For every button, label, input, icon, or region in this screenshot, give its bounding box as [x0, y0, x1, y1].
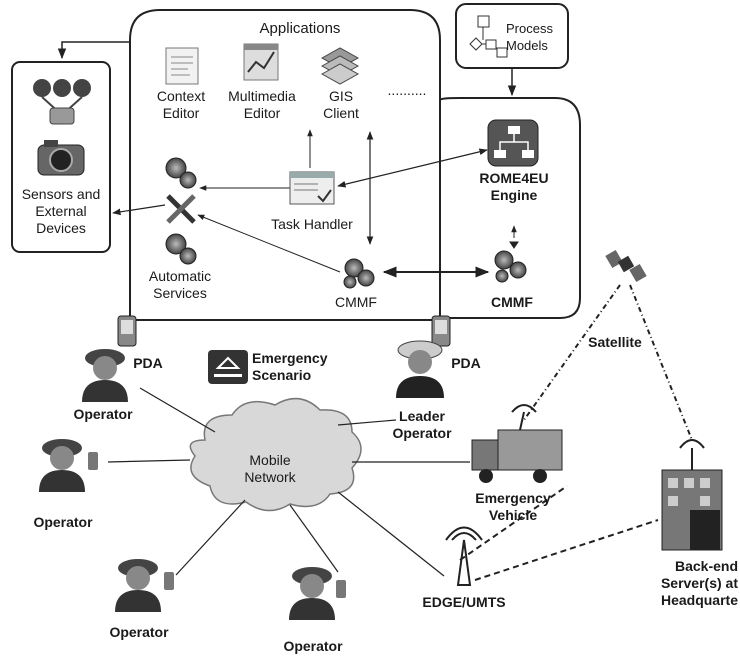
operator-label-2: Operator [33, 514, 93, 530]
mobile-network-label: Mobile Network [244, 452, 296, 485]
cmmf-local-label: CMMF [335, 294, 377, 310]
engine-box [439, 97, 581, 319]
emergency-vehicle-label: Emergency Vehicle [475, 490, 551, 523]
applications-box [129, 9, 441, 321]
more-apps-label: .......... [387, 82, 427, 98]
antenna-tower-icon [445, 526, 483, 586]
cmmf-to-services-arrow [197, 214, 341, 273]
task-handler-label: Task Handler [271, 216, 353, 232]
operator-label-3: Operator [109, 624, 169, 640]
task-handler-icon [289, 171, 335, 205]
emergency-vehicle-icon [471, 404, 563, 483]
edge-umts-label: EDGE/UMTS [422, 594, 506, 610]
satellite-icon [605, 249, 647, 283]
pda-icon-left [117, 315, 137, 347]
multimedia-editor-icon [243, 43, 279, 81]
pda-left-label: PDA [133, 355, 163, 371]
pda-icon-right [431, 315, 451, 347]
engine-cmmf-gear-icon [494, 241, 527, 283]
gis-client-icon [320, 47, 360, 85]
sensor-hub-icon [33, 79, 91, 125]
emergency-scenario-label: Emergency Scenario [252, 350, 328, 383]
operator-label-1: Operator [73, 406, 133, 422]
tools-icon [166, 194, 196, 224]
process-models-label: Process Models [506, 21, 553, 53]
apps-to-devices-arrow [57, 41, 130, 60]
operator-icon-1 [82, 349, 128, 402]
leader-operator-icon [396, 340, 444, 398]
emergency-scenario-icon [208, 350, 248, 384]
multimedia-editor-label: Multimedia Editor [228, 88, 296, 121]
context-editor-label: Context Editor [156, 88, 206, 121]
mobile-network-cloud [189, 397, 362, 512]
gear-icon-bottom [165, 233, 197, 265]
engine-cmmf-label: CMMF [491, 294, 533, 310]
services-to-devices-arrow [112, 204, 166, 216]
process-models-icon [469, 15, 508, 58]
satellite-label: Satellite [588, 334, 642, 350]
leader-operator-label: Leader Operator [392, 408, 452, 441]
task-engine-arrow [337, 148, 488, 188]
operator-icon-3 [115, 559, 174, 612]
operator-label-4: Operator [283, 638, 343, 654]
camera-icon [37, 140, 85, 176]
devices-box [11, 61, 111, 253]
applications-title: Applications [259, 20, 341, 37]
engine-icon [487, 119, 539, 167]
operator-icon-2 [39, 439, 98, 492]
context-editor-icon [165, 47, 199, 85]
cmmf-gear-icon [343, 258, 375, 289]
backend-label: Back-end Server(s) at Headquarte [660, 558, 738, 608]
gis-client-label: GIS Client [323, 88, 359, 121]
operator-icon-4 [289, 567, 346, 620]
automatic-services-label: Automatic Services [148, 268, 212, 301]
pda-right-label: PDA [451, 355, 481, 371]
devices-label: Sensors and External Devices [21, 186, 101, 236]
engine-label: ROME4EU Engine [479, 170, 549, 203]
backend-server-icon [661, 439, 723, 551]
gear-icon-top [165, 157, 197, 189]
